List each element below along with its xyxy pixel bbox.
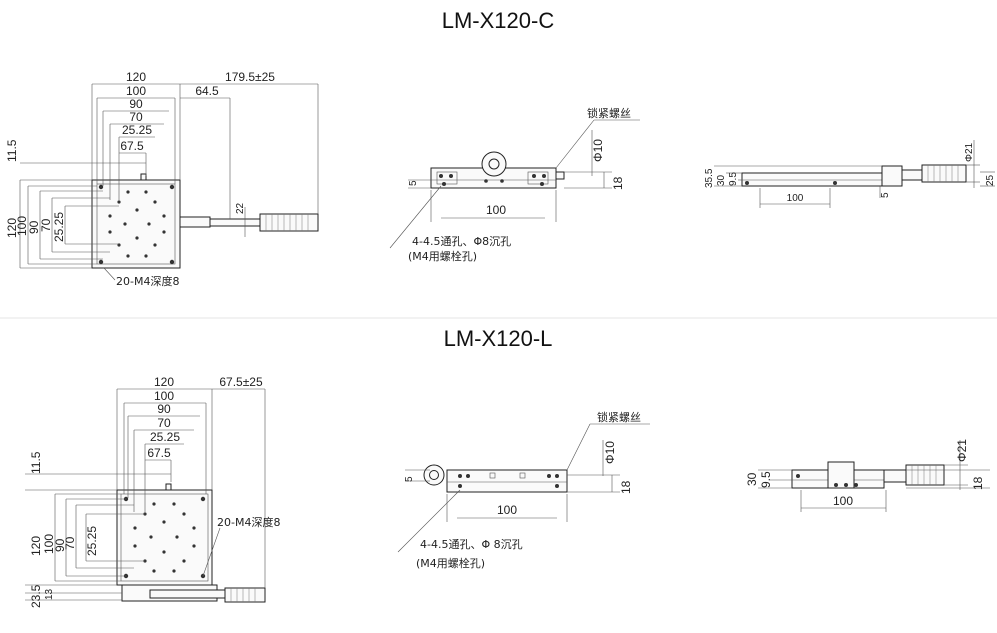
dim-w100: 100	[486, 203, 506, 217]
dim-67-5: 67.5	[120, 139, 144, 153]
dim-l-w100: 100	[497, 503, 517, 517]
dim-35-5: 35.5	[704, 168, 715, 188]
top-side-view: 35.5 30 9.5 5 Φ21 25 100	[704, 140, 996, 208]
title-lm-x120-c: LM-X120-C	[442, 8, 555, 33]
dim-90: 90	[129, 97, 143, 111]
hole-note-1: 4-4.5通孔、Φ8沉孔	[412, 235, 511, 248]
dim-l-70: 70	[157, 416, 171, 430]
dim-l-5: 5	[404, 476, 415, 482]
dim-22: 22	[235, 202, 246, 214]
front-stage-body-l	[446, 469, 568, 493]
side-knob-l	[905, 464, 945, 486]
top-plan-view: 120 100 90 70 25.25 67.5 179.5±25 64.5 1…	[5, 70, 319, 288]
dim-h70: 70	[39, 218, 53, 232]
dim-70: 70	[129, 110, 143, 124]
dim-side-5: 5	[880, 192, 891, 198]
dim-l-100: 100	[154, 389, 174, 403]
dim-9-5: 9.5	[728, 172, 739, 186]
dim-11-5: 11.5	[5, 139, 19, 162]
dim-l-9-5: 9.5	[759, 471, 773, 488]
bottom-plan-view: 120 100 90 70 25.25 67.5 67.5±25 11.5 12…	[25, 375, 280, 608]
dim-l-18: 18	[619, 480, 633, 494]
dim-h25-25: 25.25	[52, 212, 66, 242]
lock-screw-label: 锁紧螺丝	[587, 106, 631, 120]
title-lm-x120-l: LM-X120-L	[444, 326, 553, 351]
dim-dia10: Φ10	[591, 139, 605, 162]
dim-l-67-5: 67.5	[147, 446, 171, 460]
dim-dia21: Φ21	[964, 142, 975, 162]
dim-travel: 179.5±25	[225, 70, 275, 84]
dim-l-dia21: Φ21	[955, 439, 969, 462]
dim-h120: 120	[5, 218, 19, 238]
hole-note-2: (M4用螺栓孔)	[408, 249, 477, 263]
dim-18: 18	[611, 176, 625, 190]
dim-l-90: 90	[157, 402, 171, 416]
dim-30: 30	[716, 174, 727, 186]
bottom-front-view: 锁紧螺丝 Φ10 18 5 100 4-4.5通孔、Φ 8沉孔 (M4用螺栓孔)	[397, 410, 650, 570]
dim-l-11-5: 11.5	[29, 451, 43, 474]
hole-note-l-1: 4-4.5通孔、Φ 8沉孔	[420, 538, 523, 551]
holes-note-l: 20-M4深度8	[217, 515, 280, 529]
stage-plate	[91, 179, 181, 269]
dim-l-travel: 67.5±25	[219, 375, 263, 389]
dim-side-w100: 100	[787, 193, 804, 204]
dim-l-30: 30	[745, 472, 759, 486]
mounting-holes	[98, 184, 175, 265]
dim-25-25: 25.25	[122, 123, 152, 137]
stage-plate-l	[116, 489, 213, 586]
dim-l-13: 13	[44, 588, 55, 600]
dim-64-5: 64.5	[195, 84, 219, 98]
holes-note: 20-M4深度8	[116, 274, 179, 288]
side-stage-body	[741, 172, 883, 187]
dim-l-dia10: Φ10	[603, 441, 617, 464]
micrometer-knob	[259, 213, 319, 232]
dim-l-h100: 100	[42, 534, 56, 554]
lock-screw-label-l: 锁紧螺丝	[597, 410, 641, 424]
dim-l-side-18: 18	[971, 476, 985, 490]
dim-l-h120: 120	[29, 536, 43, 556]
dim-l-23-5: 23.5	[29, 584, 43, 608]
dim-l-120: 120	[154, 375, 174, 389]
dim-l-h25-25: 25.25	[85, 526, 99, 556]
micrometer-sleeve	[179, 216, 211, 228]
dim-25: 25	[985, 174, 996, 186]
dim-l-h90: 90	[53, 538, 67, 552]
top-front-view: 锁紧螺丝 Φ10 18 5 100 4-4.5通孔、Φ8沉孔 (M4用螺栓孔)	[389, 106, 640, 263]
dim-l-25-25: 25.25	[150, 430, 180, 444]
dim-100: 100	[126, 84, 146, 98]
bottom-side-view: 30 9.5 Φ21 18 100	[745, 439, 990, 512]
side-knob	[921, 164, 967, 183]
dim-h90: 90	[27, 220, 41, 234]
dim-5: 5	[408, 180, 419, 186]
dim-h100: 100	[15, 216, 29, 236]
dim-120: 120	[126, 70, 146, 84]
dim-l-h70: 70	[63, 536, 77, 550]
dim-l-side-w100: 100	[833, 494, 853, 508]
hole-note-l-2: (M4用螺栓孔)	[416, 556, 485, 570]
